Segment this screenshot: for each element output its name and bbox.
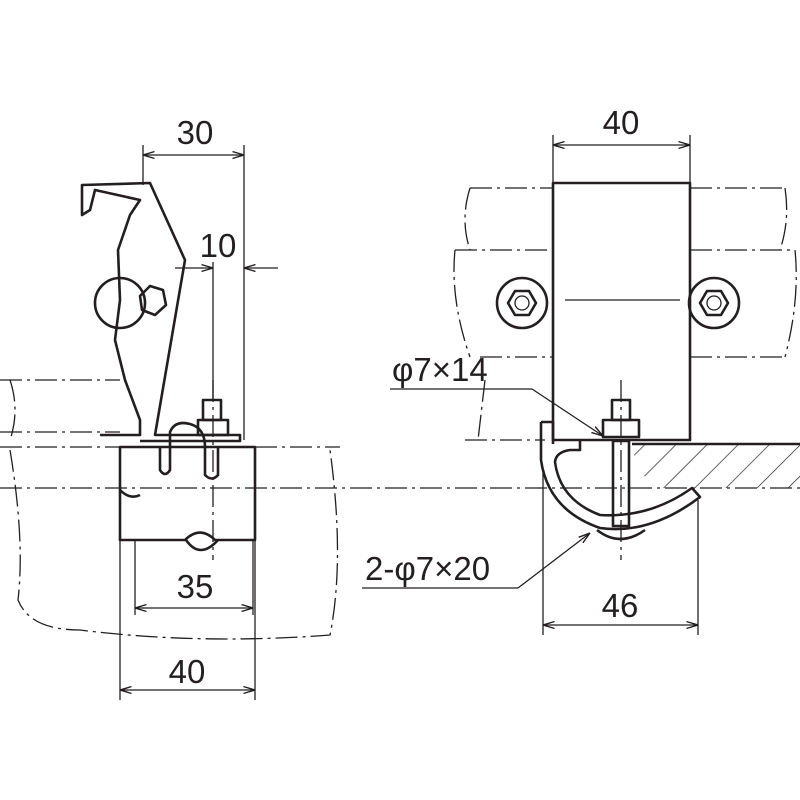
right-view: 40 φ7×14 2-φ7×20 46	[362, 104, 800, 635]
dim-35-label: 35	[177, 568, 214, 605]
nut-left	[495, 276, 549, 330]
dim-46-label: 46	[602, 587, 639, 624]
screw-callout-label: 2-φ7×20	[365, 550, 490, 587]
dim-10-label: 10	[200, 227, 237, 264]
dim-40-top-label: 40	[603, 104, 640, 141]
left-view: 30 10 35 40	[0, 114, 800, 700]
dim-40-bottom-label: 40	[169, 653, 206, 690]
dim-30-label: 30	[177, 114, 214, 151]
nut-right	[687, 276, 741, 330]
bolt-callout-label: φ7×14	[392, 351, 488, 388]
